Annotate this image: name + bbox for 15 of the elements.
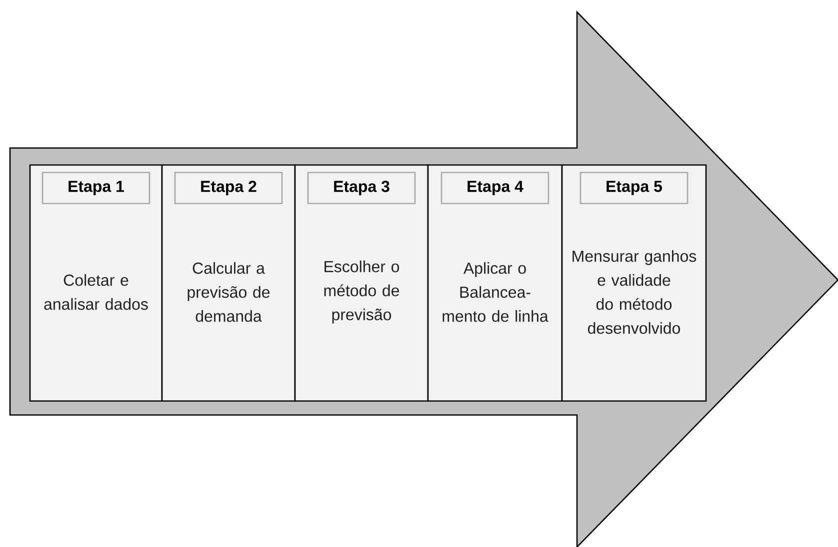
step-column [161,164,296,402]
step-label: Etapa 1 [42,172,150,204]
step-label: Etapa 2 [174,172,283,204]
step-description: Escolher o método de previsão [324,260,400,324]
step-description: Calcular a previsão de demanda [188,262,270,322]
step-description: Coletar e analisar dados [44,274,148,310]
step-column [29,164,163,402]
step-label: Etapa 3 [307,172,416,204]
step-label: Etapa 4 [440,172,550,204]
step-description: Aplicar o Balancea-mento de linha [442,262,548,322]
step-column [561,164,707,402]
step-label: Etapa 5 [580,172,688,204]
step-column [427,164,563,402]
step-column [294,164,429,402]
step-description: Mensurar ganhos e validade do método desenvolvido [572,250,696,334]
